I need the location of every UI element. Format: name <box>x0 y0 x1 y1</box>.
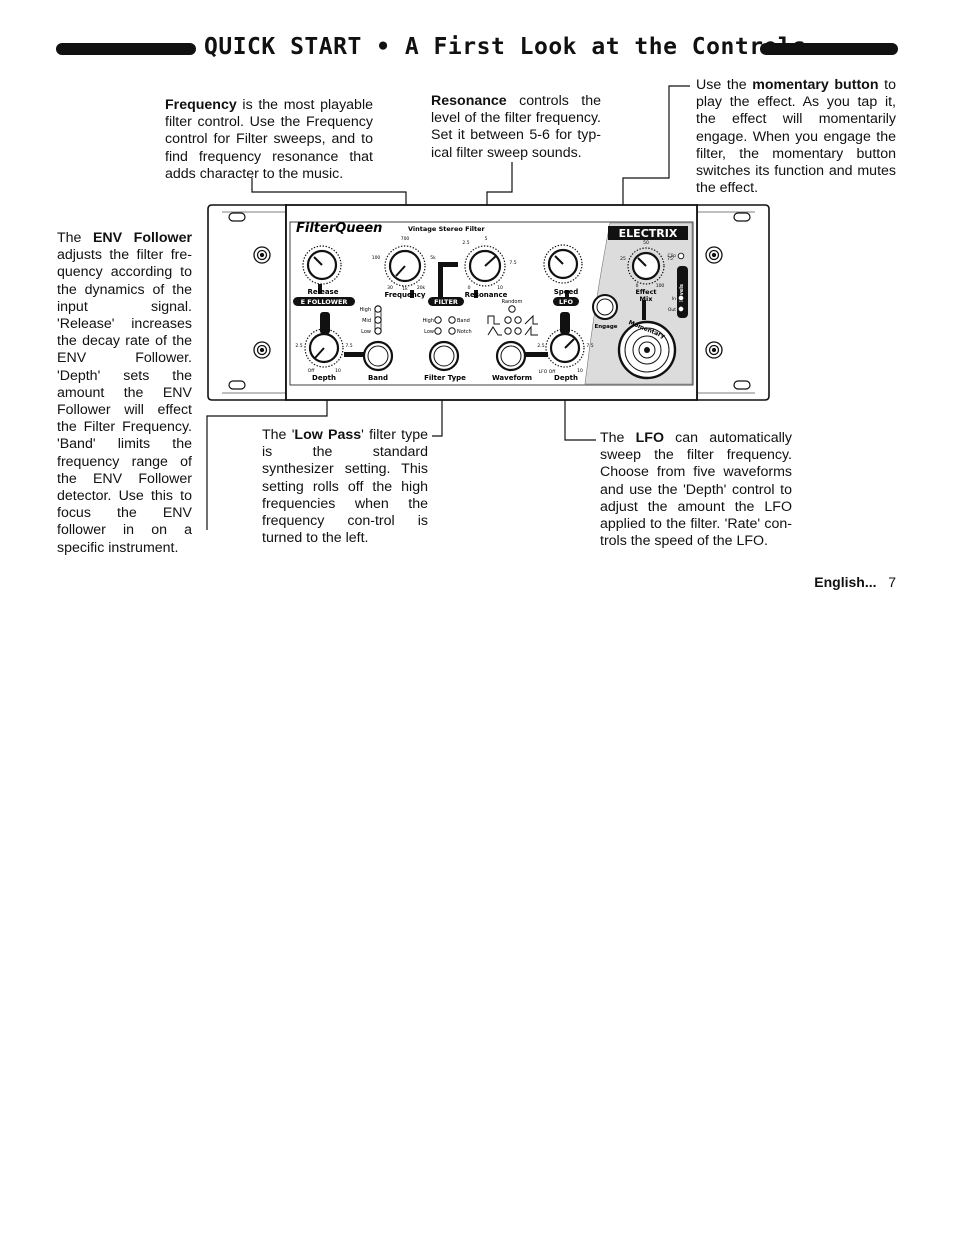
scale-mix-right: 75 <box>667 256 673 262</box>
label-resonance: Resonance <box>465 291 508 299</box>
waveform-button[interactable] <box>495 340 527 372</box>
label-effect-1: Effect <box>635 288 656 296</box>
scale-mix-bl: 0 <box>636 283 639 289</box>
scale-mix-br: 100 <box>656 283 665 289</box>
scale-freq-br: 20k <box>417 285 426 291</box>
led-label-low: Low <box>361 329 371 335</box>
waveform-leds: Random <box>487 299 538 336</box>
scale-lfo-off: LFO Off <box>539 369 557 375</box>
callout-low-pass: The 'Low Pass' filter type is the standa… <box>262 427 428 547</box>
section-label-lfo: LFO <box>559 298 574 306</box>
scale-lfo-depth-left: 2.5 <box>537 343 544 349</box>
knob-release[interactable] <box>302 245 342 285</box>
led-label-random: Random <box>502 299 523 305</box>
square-wave-icon <box>487 315 500 325</box>
label-engage: Engage <box>595 324 618 330</box>
knob-effect-mix[interactable] <box>627 247 665 285</box>
led-label-filter-band: Band <box>457 318 470 324</box>
knob-lfo-depth[interactable] <box>545 328 585 368</box>
scale-mix-left: 25 <box>620 256 626 262</box>
band-button[interactable] <box>362 340 394 372</box>
label-waveform: Waveform <box>492 374 532 382</box>
scale-env-depth-left: 2.5 <box>295 343 302 349</box>
led-label-mid: Mid <box>362 318 371 324</box>
page-number: 7 <box>888 574 896 590</box>
level-meter: Levels Clip In Out <box>668 252 688 318</box>
callout-frequency: Frequency is the most playable filter co… <box>165 97 373 182</box>
scale-mix-top: 50 <box>643 240 649 246</box>
level-label-in: In <box>672 296 676 302</box>
knob-env-depth[interactable] <box>304 328 344 368</box>
scale-freq-top: 700 <box>401 236 410 242</box>
level-label-clip: Clip <box>668 253 677 259</box>
knob-frequency[interactable] <box>384 245 426 287</box>
callout-lfo: The LFO can automatically sweep the filt… <box>600 430 793 550</box>
ramp-wave-icon <box>524 325 538 336</box>
label-env-depth: Depth <box>312 374 336 382</box>
section-label-filter: FILTER <box>434 298 458 306</box>
scale-env-depth-br: 10 <box>335 368 341 374</box>
band-leds: High Mid Low <box>360 305 382 335</box>
momentary-button[interactable] <box>617 320 677 380</box>
footer-language: English... <box>814 574 877 590</box>
filter-type-leds: High Band Low Notch <box>423 316 472 335</box>
label-frequency: Frequency <box>385 291 426 299</box>
scale-freq-bm: 1k <box>402 286 408 292</box>
led-label-filter-notch: Notch <box>457 329 472 335</box>
knob-speed[interactable] <box>543 244 583 284</box>
led-label-filter-low: Low <box>424 329 434 335</box>
scale-lfo-depth-right: 7.5 <box>586 343 593 349</box>
callout-momentary: Use the momentary button to play the eff… <box>696 77 896 197</box>
header-bar-left <box>56 43 196 55</box>
scale-res-tl: 2.5 <box>462 240 469 246</box>
brand-logo: FilterQueen <box>296 221 382 236</box>
label-filter-type: Filter Type <box>424 374 466 382</box>
header-bar-right <box>760 43 898 55</box>
label-speed: Speed <box>554 288 579 296</box>
page-title: QUICK START • A First Look at the Contro… <box>204 34 807 60</box>
label-lfo-depth: Depth <box>554 374 578 382</box>
brand-subtitle: Vintage Stereo Filter <box>408 225 486 233</box>
callout-env-follower: The ENV Follower adjusts the filter fre-… <box>57 230 192 556</box>
scale-env-depth-bl: Off <box>308 368 316 374</box>
filter-type-button[interactable] <box>428 340 460 372</box>
scale-env-depth-right: 7.5 <box>345 343 352 349</box>
levels-label: Levels <box>679 284 685 302</box>
sawtooth-wave-icon <box>524 314 538 325</box>
scale-freq-left: 100 <box>372 255 381 261</box>
scale-res-tr: 7.5 <box>509 260 516 266</box>
engage-button[interactable] <box>592 294 618 320</box>
led-label-high: High <box>360 307 372 313</box>
scale-freq-right: 5k <box>430 255 436 261</box>
triangle-wave-icon <box>487 326 502 336</box>
level-label-out: Out <box>668 307 676 313</box>
rack-ear-right <box>696 204 770 401</box>
scale-res-top: 5 <box>485 236 488 242</box>
label-effect-2: Mix <box>640 295 654 303</box>
scale-res-br: 10 <box>497 285 503 291</box>
label-release: Release <box>308 288 339 296</box>
section-label-env: E FOLLOWER <box>301 298 348 306</box>
scale-res-bl: 0 <box>468 285 471 291</box>
callout-resonance: Resonance controls the level of the filt… <box>431 93 601 161</box>
rack-ear-left <box>207 204 287 401</box>
label-band: Band <box>368 374 388 382</box>
maker-badge <box>608 226 688 240</box>
screws <box>253 246 723 359</box>
maker-logo: ELECTRIX <box>619 227 678 240</box>
scale-freq-bl: 30 <box>387 285 393 291</box>
scale-lfo-depth-br: 10 <box>577 368 583 374</box>
led-label-filter-high: High <box>423 318 435 324</box>
page-footer: English... 7 <box>780 574 896 590</box>
section-bars <box>318 262 646 357</box>
knob-resonance[interactable] <box>464 245 506 287</box>
device-illustration: FilterQueen Vintage Stereo Filter ELECTR… <box>206 85 770 530</box>
